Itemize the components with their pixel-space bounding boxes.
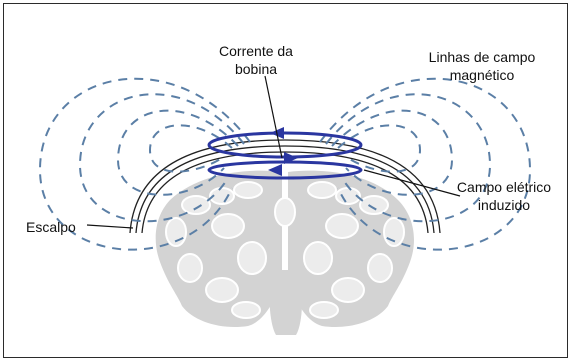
- leader-scalp: [87, 225, 133, 228]
- label-coil-current-line1: Corrente da: [219, 43, 293, 59]
- label-induced-field-line1: Campo elétrico: [457, 179, 551, 195]
- coil-loop-lower: [209, 162, 361, 178]
- label-induced-field-line2: induzido: [478, 197, 530, 213]
- brain-section: [156, 171, 414, 335]
- label-field-lines-line2: magnético: [450, 67, 515, 83]
- label-scalp: Escalpo: [26, 219, 76, 235]
- brainstem: [269, 270, 302, 335]
- label-coil-current-line2: bobina: [235, 61, 277, 77]
- label-field-lines-line1: Linhas de campo: [429, 49, 536, 65]
